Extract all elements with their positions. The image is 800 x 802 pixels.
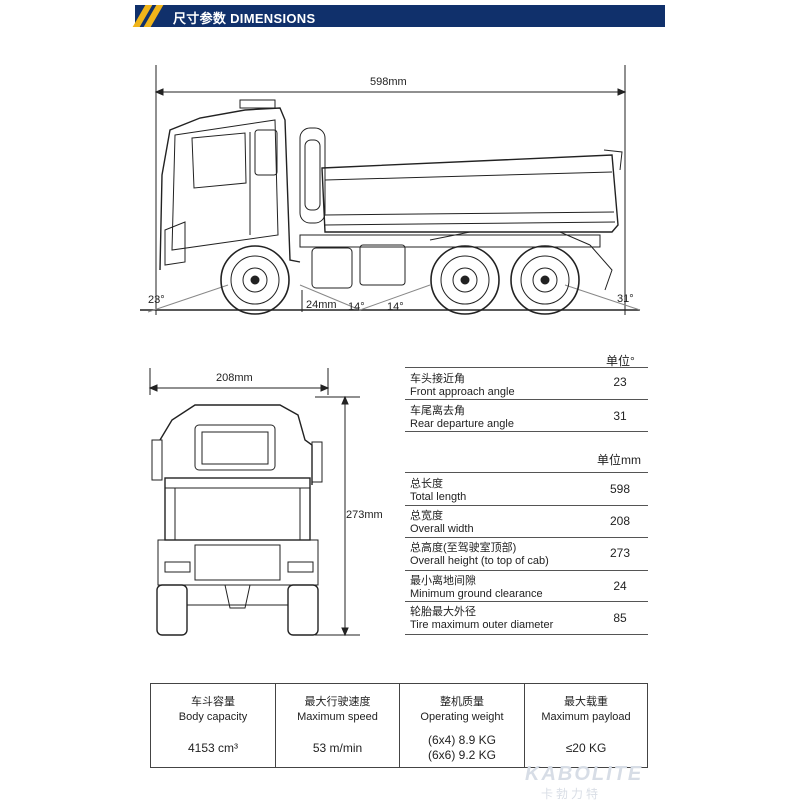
summary-cn-label: 最大行驶速度 [304, 696, 371, 708]
spec-row: 总长度 Total length [410, 478, 466, 504]
divider [405, 570, 648, 571]
divider [405, 505, 648, 506]
length-dimension-label: 598mm [370, 76, 407, 88]
summary-en-label: Body capacity [178, 711, 248, 723]
summary-en-label: Maximum speed [297, 711, 378, 723]
summary-cell-body-capacity: 车斗容量 Body capacity 4153 cm³ [151, 684, 275, 767]
spec-row: 车头接近角 Front approach angle [410, 373, 515, 399]
spec-row: 车尾离去角 Rear departure angle [410, 405, 514, 431]
unit-mm-label: 单位mm [597, 453, 641, 467]
summary-cell-max-speed: 最大行驶速度 Maximum speed 53 m/min [275, 684, 399, 767]
rear-angle-label: 31° [617, 293, 634, 305]
spec-en-label: Overall width [410, 523, 474, 535]
summary-cell-max-payload: 最大载重 Maximum payload ≤20 KG [524, 684, 647, 767]
section-header-bar [132, 5, 665, 27]
width-dimension-label: 208mm [216, 372, 253, 384]
clearance-label: 24mm [306, 299, 337, 311]
spec-en-label: Minimum ground clearance [410, 588, 543, 600]
spec-cn-label: 车头接近角 [410, 373, 465, 385]
summary-value: (6x4) 8.9 KG [427, 733, 497, 747]
summary-cn-label: 最大载重 [564, 696, 608, 708]
height-dimension-label: 273mm [346, 509, 383, 521]
spec-cn-label: 总高度(至驾驶室顶部) [410, 542, 517, 554]
summary-value: ≤20 KG [565, 741, 607, 755]
front-angle-label: 23° [148, 294, 165, 306]
brand-logo-cn: 卡勃力特 [541, 787, 602, 801]
spec-en-label: Tire maximum outer diameter [410, 619, 554, 631]
spec-en-label: Overall height (to top of cab) [410, 555, 549, 567]
unit-degree-label: 单位° [606, 354, 635, 368]
divider [405, 399, 648, 400]
divider [405, 601, 648, 602]
divider [405, 367, 648, 368]
divider [405, 472, 648, 473]
spec-value: 31 [613, 409, 627, 423]
mid-angle-label: 14° [387, 301, 404, 313]
spec-cn-label: 车尾离去角 [410, 405, 465, 417]
spec-cn-label: 轮胎最大外径 [410, 606, 476, 618]
spec-value: 24 [613, 579, 627, 593]
summary-en-label: Maximum payload [541, 711, 631, 723]
spec-cn-label: 总长度 [410, 478, 443, 490]
mid-angle-label: 14° [348, 301, 365, 313]
spec-cn-label: 最小离地间隙 [410, 575, 476, 587]
summary-value: 53 m/min [312, 741, 363, 755]
summary-value: (6x6) 9.2 KG [427, 748, 497, 762]
summary-cell-operating-weight: 整机质量 Operating weight (6x4) 8.9 KG (6x6)… [399, 684, 524, 767]
spec-row: 最小离地间隙 Minimum ground clearance [410, 575, 543, 601]
spec-row: 总宽度 Overall width [410, 510, 474, 536]
divider [405, 431, 648, 432]
divider [405, 537, 648, 538]
summary-cn-label: 车斗容量 [191, 696, 235, 708]
section-title: 尺寸参数 DIMENSIONS [173, 11, 316, 26]
summary-en-label: Operating weight [420, 711, 504, 723]
spec-value: 208 [609, 514, 631, 528]
summary-table: 车斗容量 Body capacity 4153 cm³ 最大行驶速度 Maxim… [150, 683, 648, 768]
spec-value: 273 [609, 546, 631, 560]
spec-value: 23 [613, 375, 627, 389]
summary-value: 4153 cm³ [187, 741, 239, 755]
divider [405, 634, 648, 635]
brand-logo: KABOLITE [525, 763, 644, 785]
spec-en-label: Rear departure angle [410, 418, 514, 430]
spec-en-label: Total length [410, 491, 467, 503]
spec-value: 85 [613, 611, 627, 625]
spec-cn-label: 总宽度 [410, 510, 443, 522]
spec-row: 轮胎最大外径 Tire maximum outer diameter [410, 606, 553, 632]
spec-en-label: Front approach angle [410, 386, 515, 398]
summary-cn-label: 整机质量 [440, 696, 484, 708]
spec-value: 598 [609, 482, 631, 496]
spec-row: 总高度(至驾驶室顶部) Overall height (to top of ca… [410, 542, 549, 568]
